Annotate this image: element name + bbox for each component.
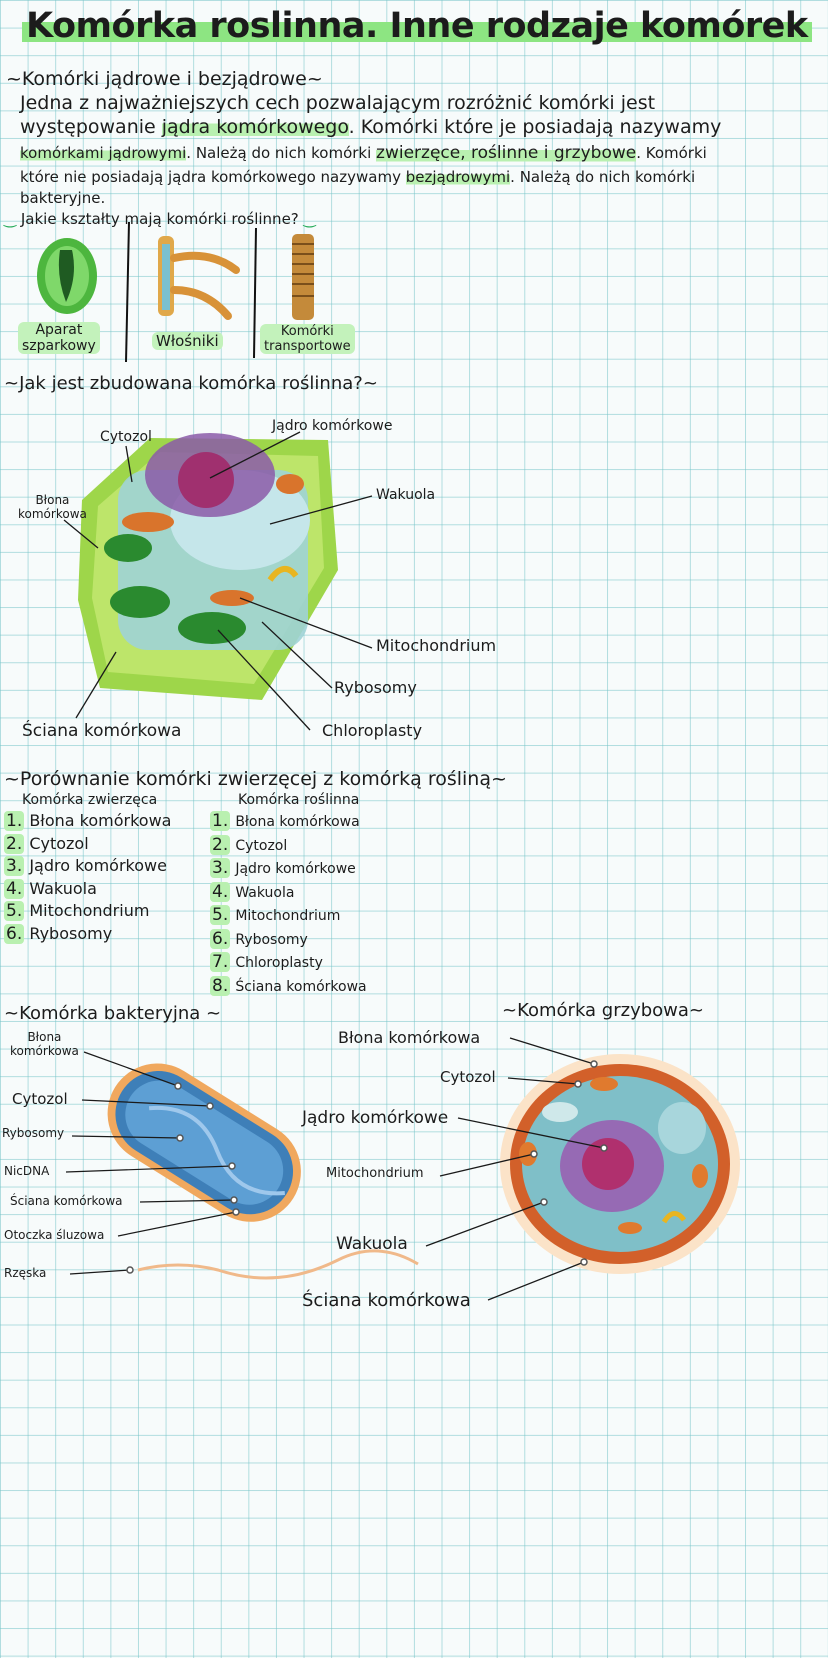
list-item: 2. Cytozol <box>210 834 288 855</box>
bacteria-label-dots <box>126 1082 240 1274</box>
list-item: 6. Rybosomy <box>4 923 113 944</box>
divider <box>125 221 130 363</box>
highlight-anuclear: bezjądrowymi <box>405 168 511 186</box>
highlight-cell-types: zwierzęce, roślinne i grzybowe <box>376 143 637 163</box>
fungus-label-vacuole: Wakuola <box>336 1234 408 1254</box>
bacteria-label-capsule: Otoczka śluzowa <box>4 1228 105 1242</box>
animal-cell-list: 1. Błona komórkowa 2. Cytozol 3. Jądro k… <box>4 810 171 945</box>
section-heading-plant-cell: ~Jak jest zbudowana komórka roślinna?~ <box>4 373 378 394</box>
highlight-nuclear-cells: komórkami jądrowymi <box>20 144 187 162</box>
highlight-nucleus: jądra komórkowego <box>161 116 349 138</box>
section-heading-nuclear: ~Komórki jądrowe i bezjądrowe~ <box>6 68 323 90</box>
fungus-label-membrane: Błona komórkowa <box>338 1028 481 1047</box>
section-heading-bacteria: ~Komórka bakteryjna ~ <box>4 1003 222 1024</box>
list-item: 2. Cytozol <box>4 833 89 854</box>
list-item: 4. Wakuola <box>210 881 295 902</box>
fungus-label-cell-wall: Ściana komórkowa <box>302 1290 471 1311</box>
paragraph-line: które nie posiadają jądra komórkowego na… <box>20 168 696 186</box>
list-item: 5. Mitochondrium <box>4 901 150 921</box>
shape-label-root-hairs: Włośniki <box>152 332 223 350</box>
section-heading-comparison: ~Porównanie komórki zwierzęcej z komórką… <box>4 768 507 790</box>
page-title: Komórka roslinna. Inne rodzaje komórek <box>22 6 812 46</box>
bacteria-label-nicdna: NicDNA <box>4 1164 50 1178</box>
list-item: 3. Jądro komórkowe <box>4 856 167 876</box>
divider <box>253 227 257 359</box>
fungus-cell-image <box>500 1054 740 1274</box>
plant-cell-image <box>78 433 338 700</box>
list-item: 1. Błona komórkowa <box>210 811 360 831</box>
section-heading-shapes: ‿ Jakie kształty mają komórki roślinne? … <box>4 210 316 228</box>
list-item: 3. Jądro komórkowe <box>210 858 356 878</box>
transport-cells-image <box>292 234 314 320</box>
plant-cell-leader-lines <box>63 431 373 731</box>
section-heading-fungus: ~Komórka grzybowa~ <box>502 1000 705 1021</box>
list-item: 7. Chloroplasty <box>210 952 323 972</box>
label-chloroplasts: Chloroplasty <box>322 721 423 740</box>
column-header-animal: Komórka zwierzęca <box>22 792 158 808</box>
list-item: 8. Ściana komórkowa <box>210 975 367 996</box>
label-cytozol: Cytozol <box>100 429 152 445</box>
list-item: 4. Wakuola <box>4 878 97 899</box>
paragraph-line: Jedna z najważniejszych cech pozwalający… <box>20 92 656 114</box>
list-item: 1. Błona komórkowa <box>4 811 172 831</box>
label-cell-wall: Ściana komórkowa <box>22 721 182 741</box>
column-header-plant: Komórka roślinna <box>238 792 360 808</box>
label-ribosomes: Rybosomy <box>334 678 417 697</box>
label-vacuole: Wakuola <box>376 487 436 503</box>
plant-cell-list: 1. Błona komórkowa 2. Cytozol 3. Jądro k… <box>210 810 367 998</box>
stomata-image <box>37 238 97 314</box>
fungus-label-cytozol: Cytozol <box>440 1068 496 1086</box>
bacteria-label-cell-wall: Ściana komórkowa <box>10 1194 123 1208</box>
fungus-label-mitochondrium: Mitochondrium <box>326 1166 424 1181</box>
label-mitochondrium: Mitochondrium <box>376 636 497 655</box>
bacteria-label-flagellum: Rzęska <box>4 1266 47 1280</box>
paragraph-line: bakteryjne. <box>20 189 106 207</box>
bacteria-label-cytozol: Cytozol <box>12 1090 68 1108</box>
list-item: 5. Mitochondrium <box>210 905 341 925</box>
list-item: 6. Rybosomy <box>210 928 308 949</box>
paragraph-line: występowanie jądra komórkowego. Komórki … <box>20 116 722 138</box>
fungus-label-nucleus: Jądro komórkowe <box>302 1108 449 1128</box>
fungus-label-dots <box>530 1060 608 1266</box>
paragraph-line: komórkami jądrowymi. Należą do nich komó… <box>20 143 707 163</box>
root-hairs-image <box>158 236 240 320</box>
label-nucleus: Jądro komórkowe <box>272 418 393 434</box>
bacteria-label-ribosomes: Rybosomy <box>2 1126 65 1140</box>
